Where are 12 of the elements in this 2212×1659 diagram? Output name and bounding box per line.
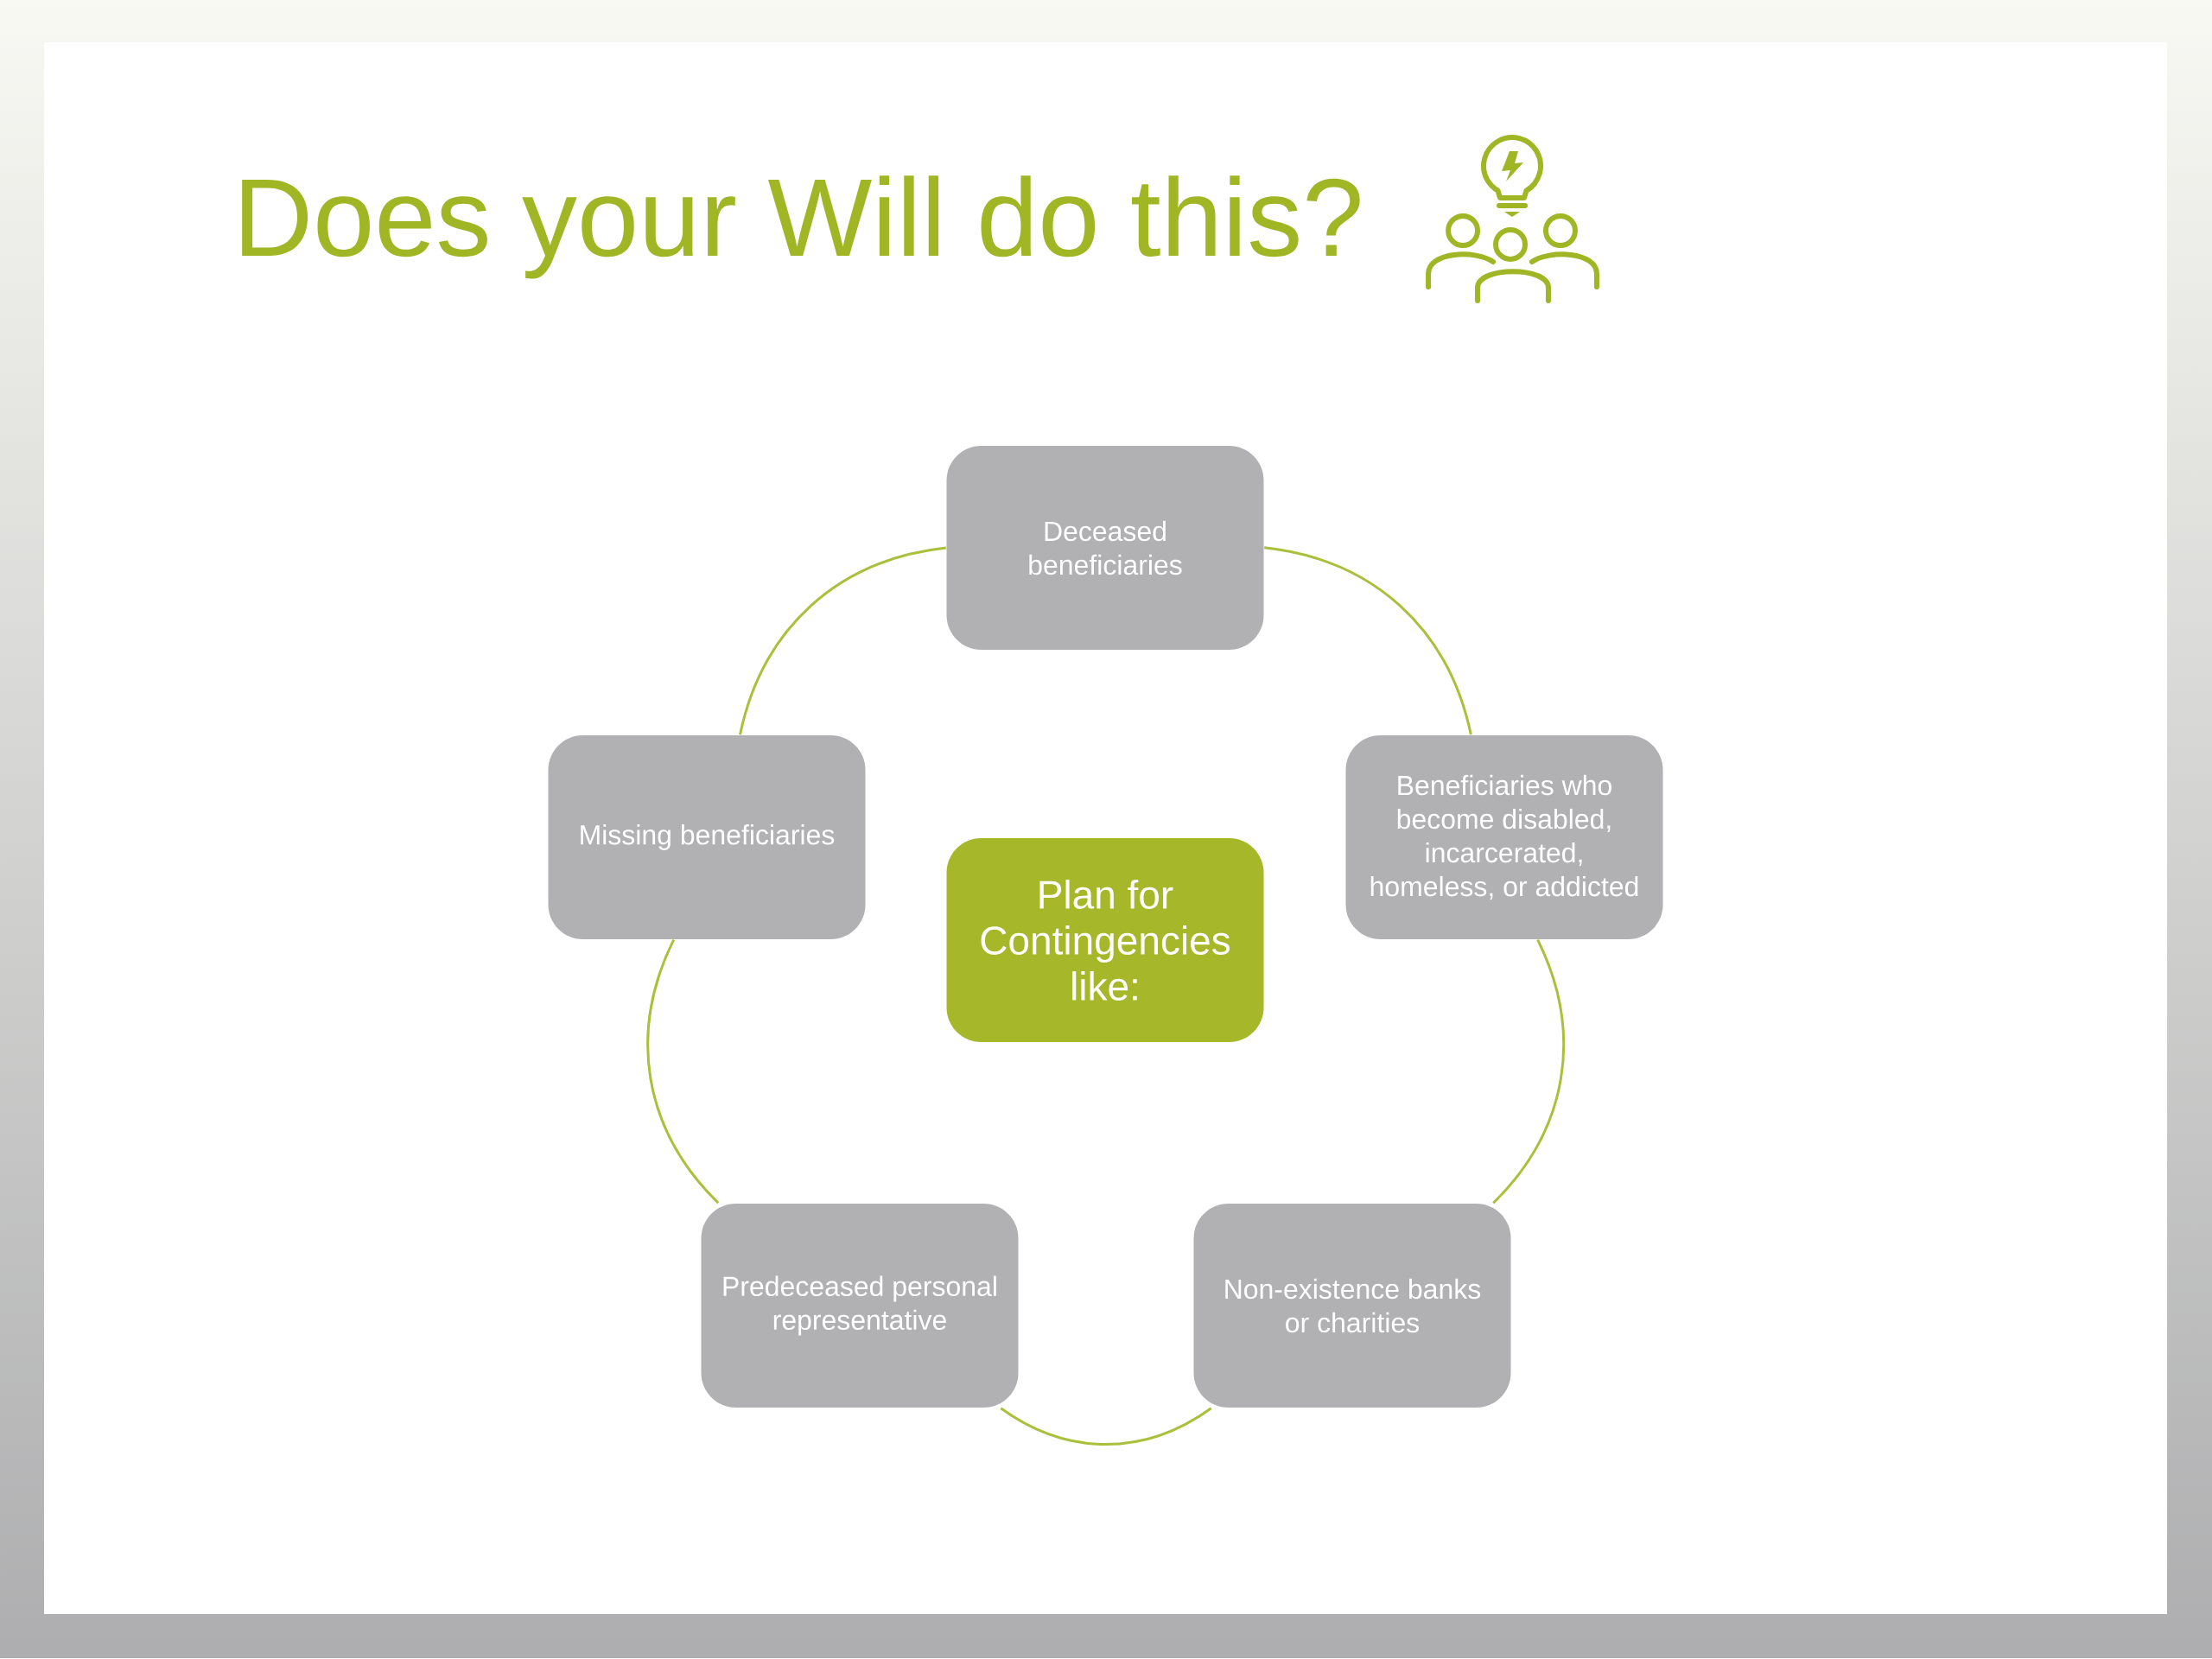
arc-line <box>1492 939 1565 1205</box>
arc-line <box>1000 1407 1212 1446</box>
center-box: Plan for Contingencies like: <box>946 838 1264 1042</box>
rounded-box: Deceased beneficiaries <box>946 446 1264 650</box>
rounded-box: Missing beneficiaries <box>548 735 866 939</box>
rounded-box: Beneficiaries who become disabled, incarcerated, homeless, or addicted <box>1345 735 1663 939</box>
title: Does your Will do this? <box>242 175 1360 279</box>
rounded-box: Non-existence banks or charities <box>1193 1204 1511 1408</box>
rounded-box: Predeceased personal representative <box>701 1204 1019 1408</box>
arc-line <box>646 939 720 1205</box>
arc-line <box>1264 546 1472 735</box>
arc-line <box>739 546 947 735</box>
